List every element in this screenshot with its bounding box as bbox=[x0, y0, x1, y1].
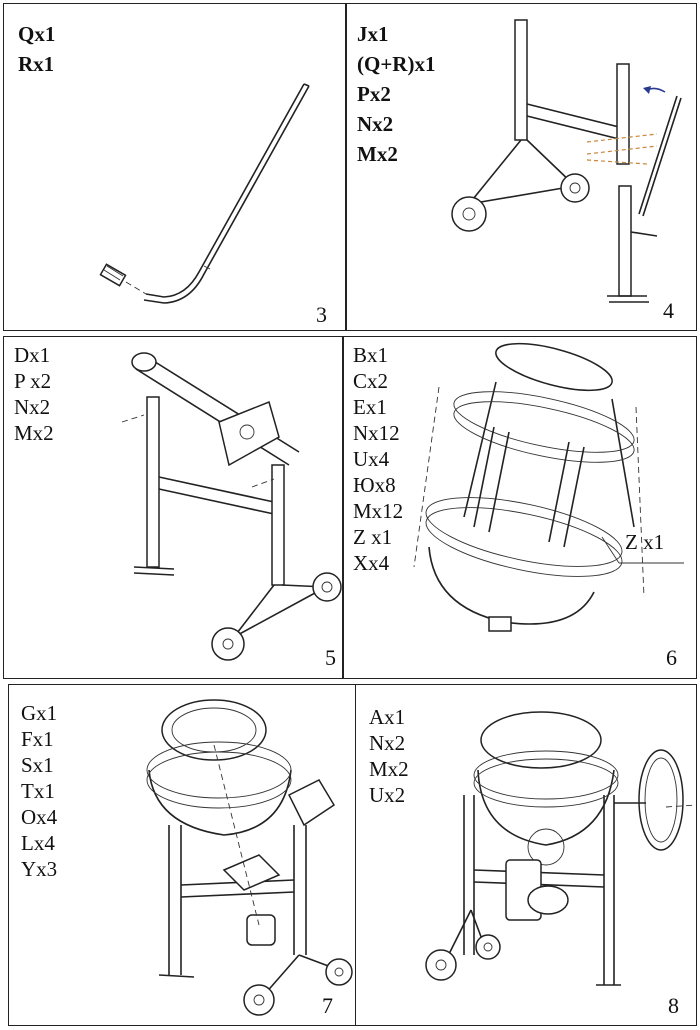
part-label: (Q+R)x1 bbox=[357, 52, 436, 76]
part-label: Nx12 bbox=[353, 421, 400, 445]
part-label: Fx1 bbox=[21, 727, 54, 751]
part-label: Mx12 bbox=[353, 499, 404, 523]
step-number: 8 bbox=[668, 993, 679, 1018]
part-label: Ox4 bbox=[21, 805, 58, 829]
step-8-parts-list: Ax1 Nx2 Mx2 Ux2 bbox=[369, 707, 409, 811]
part-label: Ax1 bbox=[369, 705, 406, 729]
part-label: Lx4 bbox=[21, 831, 55, 855]
step-number: 6 bbox=[666, 645, 677, 670]
part-label: P x2 bbox=[14, 369, 52, 393]
handle-rod-drawing bbox=[99, 83, 310, 304]
callout-label: Z x1 bbox=[625, 530, 665, 554]
part-label: Mx2 bbox=[14, 421, 54, 445]
part-label: Ex1 bbox=[353, 395, 387, 419]
part-label: Tx1 bbox=[21, 779, 55, 803]
part-label: Yx3 bbox=[21, 857, 58, 881]
part-label: Gx1 bbox=[21, 701, 58, 725]
part-label: Xx4 bbox=[353, 551, 390, 575]
part-label: Nx2 bbox=[357, 112, 394, 136]
step-number: 3 bbox=[316, 302, 327, 327]
step-number: 4 bbox=[663, 298, 674, 323]
part-label: Z x1 bbox=[353, 525, 393, 549]
step-7-parts-list: Gx1 Fx1 Sx1 Tx1 Ox4 Lx4 Yx3 bbox=[21, 703, 57, 885]
step-8-panel: Ax1 Nx2 Mx2 Ux2 8 bbox=[355, 684, 697, 1026]
step-4-panel: Jx1 (Q+R)x1 Px2 Nx2 Mx2 4 bbox=[346, 3, 697, 331]
step-number: 5 bbox=[325, 645, 336, 670]
part-label: Dx1 bbox=[14, 343, 51, 367]
part-label: Sx1 bbox=[21, 753, 54, 777]
step-3-parts-list: Qx1 Rx1 bbox=[18, 24, 55, 84]
part-label: Px2 bbox=[357, 82, 391, 106]
step-5-panel: Dx1 P x2 Nx2 Mx2 5 bbox=[3, 336, 343, 679]
part-label: Jx1 bbox=[357, 22, 389, 46]
part-label: Nx2 bbox=[369, 731, 406, 755]
part-label: Rx1 bbox=[18, 52, 55, 76]
step-7-panel: Gx1 Fx1 Sx1 Tx1 Ox4 Lx4 Yx3 7 bbox=[8, 684, 357, 1026]
drum-mount-drawing bbox=[146, 699, 353, 1016]
part-label: Ux4 bbox=[353, 447, 390, 471]
step-3-panel: Qx1 Rx1 3 bbox=[3, 3, 346, 331]
part-label: Юx8 bbox=[353, 473, 396, 497]
part-label: Qx1 bbox=[18, 22, 56, 46]
step-6-parts-list: Bx1 Cx2 Ex1 Nx12 Ux4 Юx8 Mx12 Z x1 Xx4 bbox=[353, 345, 403, 579]
part-label: Ux2 bbox=[369, 783, 406, 807]
drum-exploded-drawing bbox=[413, 342, 684, 632]
part-label: Cx2 bbox=[353, 369, 389, 393]
step-number: 7 bbox=[322, 993, 333, 1018]
part-label: Bx1 bbox=[353, 343, 389, 367]
step-4-parts-list: Jx1 (Q+R)x1 Px2 Nx2 Mx2 bbox=[357, 24, 435, 174]
part-label: Nx2 bbox=[14, 395, 51, 419]
final-assembly-drawing bbox=[425, 711, 696, 986]
part-label: Mx2 bbox=[369, 757, 409, 781]
step-6-panel: Bx1 Cx2 Ex1 Nx12 Ux4 Юx8 Mx12 Z x1 Xx4 Z… bbox=[343, 336, 697, 679]
cradle-frame-drawing bbox=[121, 352, 342, 661]
frame-leg-assembly-drawing bbox=[451, 19, 682, 303]
step-5-parts-list: Dx1 P x2 Nx2 Mx2 bbox=[14, 345, 54, 449]
part-label: Mx2 bbox=[357, 142, 398, 166]
